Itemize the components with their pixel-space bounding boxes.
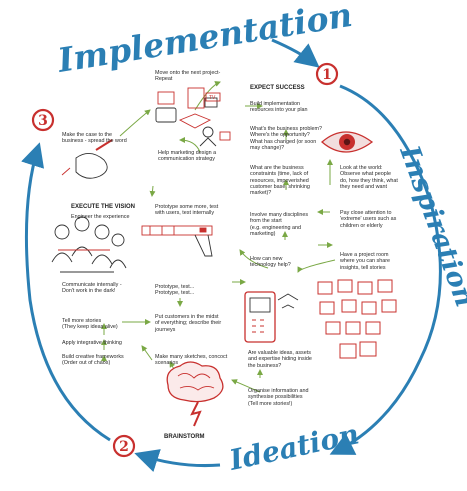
marketing-sketch (199, 126, 231, 147)
label-look-world: Look at the world: Observe what people d… (340, 165, 398, 190)
label-prototype-more: Prototype some more, test with users, te… (155, 204, 219, 217)
label-integrative: Apply integrative thinking (62, 340, 122, 346)
prototype-sketch (141, 225, 213, 257)
label-frameworks: Build creative frameworks (Order out of … (62, 354, 124, 367)
marker-number-3: 3 (38, 113, 48, 129)
label-sketches: Make many sketches, concoct scenarios (155, 354, 228, 367)
label-new-tech: How can new technology help? (250, 256, 291, 269)
label-valuable-ideas: Are valuable ideas, assets and expertise… (248, 350, 312, 369)
label-disciplines: Involve many disciplines from the start … (250, 212, 309, 237)
flow-connectors (101, 81, 336, 393)
label-tell-stories: Tell more stories (They keep ideas alive… (62, 318, 118, 331)
cycle-arc-right (329, 84, 442, 455)
marker-circle-1: 1 (315, 62, 339, 86)
marker-circle-3: 3 (31, 108, 55, 132)
tv-mark: TV (209, 95, 216, 101)
phase-implementation: Implementation (54, 0, 355, 80)
phase-ideation: Ideation (226, 417, 362, 477)
cycle-arc-left (21, 142, 111, 442)
label-project-room: Have a project room where you can share … (340, 252, 391, 271)
label-business-problem: What's the business problem? Where's the… (250, 126, 323, 151)
label-communicate: Communicate internally - Don't work in t… (62, 282, 122, 295)
devices-sketch (155, 87, 221, 129)
marker-number-1: 1 (322, 67, 332, 83)
label-prototype-test: Prototype, test... Prototype, test... (155, 284, 195, 297)
cycle-arc-bottom (134, 449, 221, 472)
label-move-onto: Move onto the next project- Repeat (155, 70, 221, 83)
phone-sketch (244, 291, 299, 343)
label-put-customers: Put customers in the midst of everything… (155, 314, 222, 333)
header-expect-success: EXPECT SUCCESS (250, 85, 305, 91)
label-engineer: Engineer the experience (71, 214, 130, 220)
label-build-resources: Build implementation resources into your… (250, 101, 308, 114)
brain-sketch (166, 361, 224, 427)
people-sketch (51, 216, 127, 273)
marker-circle-2: 2 (112, 434, 136, 458)
cycle-arc-top (271, 38, 320, 68)
label-make-case: Make the case to the business - spread t… (62, 132, 127, 145)
label-help-marketing: Help marketing design a communication st… (158, 150, 217, 163)
hand-pen-sketch (61, 139, 113, 179)
header-execute-vision: EXECUTE THE VISION (71, 204, 136, 210)
label-constraints: What are the business constraints (time,… (250, 165, 310, 197)
label-extreme-users: Pay close attention to 'extreme' users s… (340, 210, 397, 229)
marker-number-2: 2 (119, 439, 129, 455)
header-brainstorm: BRAINSTORM (164, 434, 205, 440)
eye-sketch (321, 131, 374, 153)
phase-inspiration: Inspiration (393, 141, 467, 311)
sticky-notes-sketch (317, 279, 397, 359)
label-organise: Organise information and synthesise poss… (248, 388, 309, 407)
